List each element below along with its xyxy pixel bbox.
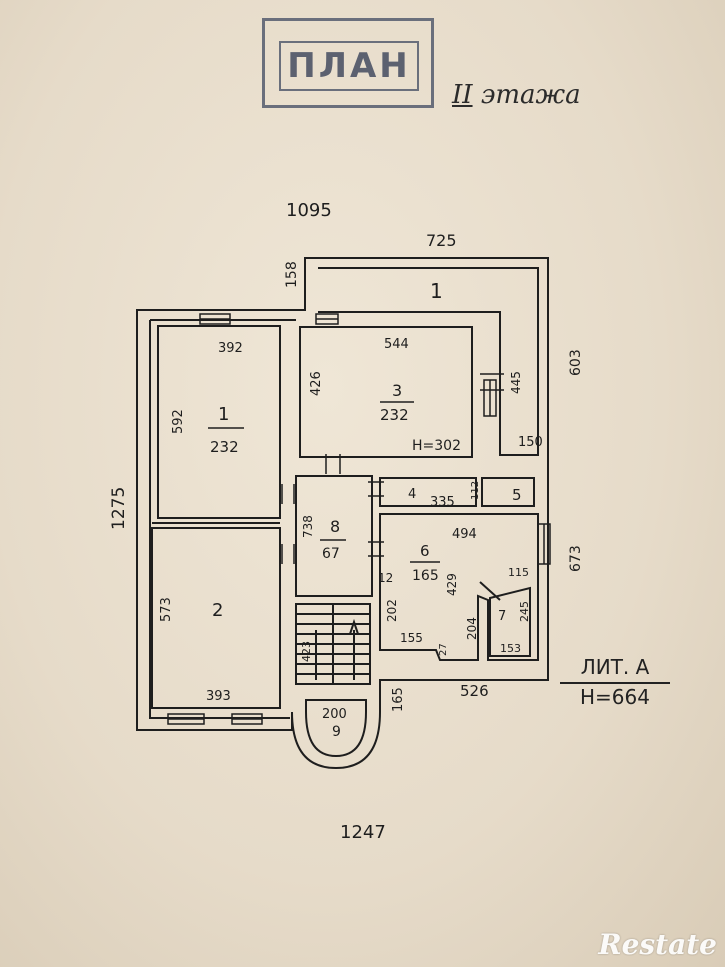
room-6-dim-a: 494 <box>452 527 477 542</box>
room-6-dim-e: 155 <box>400 631 423 645</box>
room-1-dim-a: 392 <box>218 341 243 356</box>
outer-wall <box>136 257 549 770</box>
room-8-number: 8 <box>330 517 340 536</box>
room-9-number: 9 <box>332 724 341 740</box>
room-1-dim-b: 592 <box>171 409 186 434</box>
room-6-dim-g: 204 <box>465 617 479 640</box>
room-6-area: 165 <box>412 568 439 584</box>
room-8-area: 67 <box>322 546 340 562</box>
dim-right-upper: 603 <box>568 349 584 376</box>
room-3-height: Н=302 <box>412 438 461 454</box>
stamp-inner-frame: ПЛАН <box>279 41 419 91</box>
room-9-dim: 200 <box>322 707 347 722</box>
room-8-dim-a: 738 <box>301 515 315 538</box>
dim-left-notch: 158 <box>284 261 300 288</box>
room-2-dim-b: 393 <box>206 689 231 704</box>
room-1-area: 232 <box>210 438 239 456</box>
floor-word: этажа <box>480 80 581 110</box>
stair-arrow <box>315 618 359 680</box>
room-7-dim-b: 153 <box>500 642 521 655</box>
room-6-dim-f: 27 <box>438 643 449 656</box>
inner-outline <box>149 319 296 719</box>
room-5-number: 5 <box>512 486 522 504</box>
plan-stamp: ПЛАН <box>262 18 434 108</box>
room-6-dim-c: 429 <box>445 573 459 596</box>
stair-treads <box>296 613 370 675</box>
room-6-dim-b: 12 <box>378 571 393 585</box>
room-4-number: 4 <box>408 487 416 502</box>
top-room-dim: 150 <box>518 435 543 450</box>
floor-number: II <box>452 80 473 110</box>
room-7-dim-a: 245 <box>518 601 531 622</box>
dim-top: 1095 <box>286 200 332 221</box>
room-3-dim-b: 426 <box>309 371 324 396</box>
room-3-number: 3 <box>392 381 402 400</box>
top-room-number: 1 <box>430 279 443 303</box>
room-7-number: 7 <box>498 609 506 624</box>
room-2-walls <box>151 527 281 709</box>
room-2-dim-a: 573 <box>159 597 174 622</box>
dim-right-lower: 673 <box>568 545 584 572</box>
dim-bottom-right: 526 <box>460 682 489 700</box>
dim-bottom: 1247 <box>340 822 386 843</box>
room-3-dim-a: 544 <box>384 337 409 352</box>
room-4-dim-a: 335 <box>430 495 455 510</box>
room-4-walls <box>379 477 477 507</box>
top-room-wall <box>318 267 539 456</box>
room-2-number: 2 <box>212 600 223 621</box>
room-5-walls <box>481 477 535 507</box>
room-3-walls <box>299 326 473 458</box>
windows <box>167 313 551 725</box>
watermark-logo: Restate <box>598 928 717 961</box>
room-1-number: 1 <box>218 404 229 425</box>
floor-label: II этажа <box>452 80 581 110</box>
watermark-text: Restate <box>598 928 717 961</box>
door-marks <box>281 373 504 564</box>
dim-top-right: 725 <box>426 231 457 250</box>
stamp-title: ПЛАН <box>287 46 411 86</box>
room-8-walls <box>295 475 373 597</box>
room-9-bay <box>305 699 367 758</box>
room-3-area: 232 <box>380 406 409 424</box>
room-1-walls <box>157 325 281 519</box>
room-6-dim-h: 115 <box>508 566 529 579</box>
dim-left: 1275 <box>109 487 129 530</box>
dim-bottom-step: 165 <box>391 687 406 712</box>
lit-line-2: Н=664 <box>580 685 650 709</box>
lit-line-1: ЛИТ. А <box>560 654 670 684</box>
stairs-dim: 423 <box>300 641 313 662</box>
room-6-number: 6 <box>420 542 430 560</box>
room-3-dim-c: 445 <box>509 371 523 394</box>
room-4-dim-b: 112 <box>470 481 481 500</box>
room-6-dim-d: 202 <box>385 599 399 622</box>
lit-label: ЛИТ. А Н=664 <box>560 654 670 710</box>
room-6-walls <box>379 513 539 661</box>
room-7-walls <box>489 586 531 657</box>
